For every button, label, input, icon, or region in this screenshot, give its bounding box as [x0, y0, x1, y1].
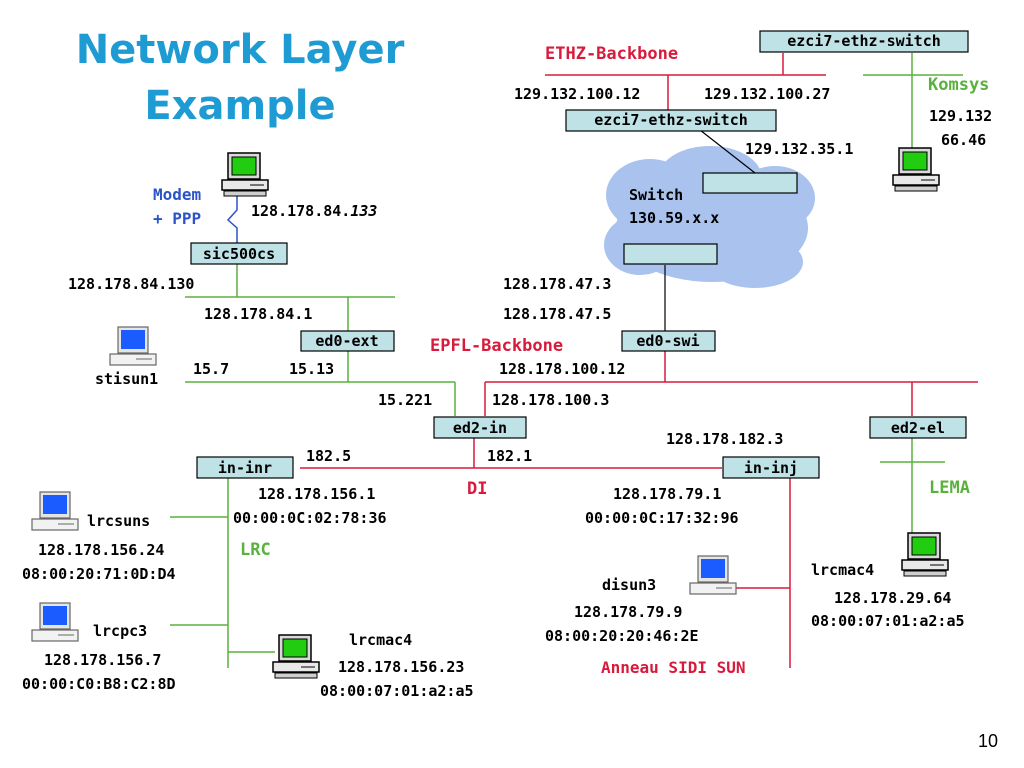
label-ed0-swi: ed0-swi — [636, 332, 699, 350]
ip-79-1: 128.178.79.1 — [613, 485, 721, 503]
host-lrcpc3: lrcpc3 — [93, 622, 147, 640]
mac-156-1: 00:00:0C:02:78:36 — [233, 509, 387, 527]
label-ed2-in: ed2-in — [453, 419, 507, 437]
stisun1-pc-icon[interactable] — [109, 326, 157, 366]
sic500cs-router[interactable] — [190, 242, 288, 265]
label-in-inj: in-inj — [744, 459, 798, 477]
ezci7-ethz-switch-mid[interactable] — [565, 109, 777, 132]
ed2-in-router[interactable] — [433, 416, 527, 439]
ip-ethz-right: 129.132.100.27 — [704, 85, 830, 103]
ip-ethz-left: 129.132.100.12 — [514, 85, 640, 103]
ip-156-23: 128.178.156.23 — [338, 658, 464, 676]
ed0-swi-router[interactable] — [621, 330, 716, 352]
ip-79-9: 128.178.79.9 — [574, 603, 682, 621]
ip-15-7: 15.7 — [193, 360, 229, 378]
host-lrcmac4-right: lrcmac4 — [811, 561, 874, 579]
cloud-switch-box-top[interactable] — [702, 172, 798, 194]
label-ed2-el: ed2-el — [891, 419, 945, 437]
in-inr-router[interactable] — [196, 456, 294, 479]
label-in-inr: in-inr — [218, 459, 272, 477]
ip-47-5: 128.178.47.5 — [503, 305, 611, 323]
ip-15-221: 15.221 — [378, 391, 432, 409]
title-line-1: Network Layer — [75, 27, 405, 73]
host-lrcmac4-bottom: lrcmac4 — [349, 631, 412, 649]
anneau-label: Anneau SIDI SUN — [601, 658, 746, 677]
lrcpc3-pc-icon[interactable] — [31, 602, 79, 642]
host-disun3: disun3 — [602, 576, 656, 594]
switch-net-label: 130.59.x.x — [629, 209, 719, 227]
ip-modem: 128.178.84.133 — [251, 202, 377, 220]
ip-156-7: 128.178.156.7 — [44, 651, 161, 669]
page-title: Network Layer Example — [60, 22, 420, 134]
lrcmac4-bottom-pc-icon[interactable] — [272, 634, 320, 679]
host-lrcsuns: lrcsuns — [87, 512, 150, 530]
lrcsuns-pc-icon[interactable] — [31, 491, 79, 531]
ip-100-12: 128.178.100.12 — [499, 360, 625, 378]
ip-47-3: 128.178.47.3 — [503, 275, 611, 293]
ip-182-1: 182.1 — [487, 447, 532, 465]
ip-sic-130: 128.178.84.130 — [68, 275, 194, 293]
ed2-el-router[interactable] — [869, 416, 967, 439]
label-sic500cs: sic500cs — [203, 245, 275, 263]
ip-ext-1: 128.178.84.1 — [204, 305, 312, 323]
di-label: DI — [467, 479, 487, 499]
ip-29-64: 128.178.29.64 — [834, 589, 951, 607]
switch-label: Switch — [629, 186, 683, 204]
mac-79-9: 08:00:20:20:46:2E — [545, 627, 699, 645]
mac-156-7: 00:00:C0:B8:C2:8D — [22, 675, 176, 693]
cloud-switch-box-bottom[interactable] — [623, 243, 718, 265]
epfl-backbone-label: EPFL-Backbone — [430, 336, 563, 356]
ezci7-ethz-switch-top[interactable] — [759, 30, 969, 53]
ethz-backbone-label: ETHZ-Backbone — [545, 44, 678, 64]
ip-182-5: 182.5 — [306, 447, 351, 465]
disun3-pc-icon[interactable] — [689, 555, 737, 595]
modem-label-1: Modem — [153, 185, 202, 204]
ip-156-24: 128.178.156.24 — [38, 541, 164, 559]
lrc-label: LRC — [240, 540, 271, 560]
in-inj-router[interactable] — [722, 456, 820, 479]
ed0-ext-router[interactable] — [300, 330, 395, 352]
modem-label-2: + PPP — [153, 209, 201, 228]
komsys-label: Komsys — [928, 75, 989, 95]
mac-79-1: 00:00:0C:17:32:96 — [585, 509, 739, 527]
ip-komsys-1: 129.132 — [929, 107, 992, 125]
lema-label: LEMA — [929, 478, 970, 498]
mac-156-23: 08:00:07:01:a2:a5 — [320, 682, 474, 700]
komsys-pc-icon[interactable] — [892, 147, 940, 192]
label-ezci7-top: ezci7-ethz-switch — [787, 32, 941, 50]
title-line-2: Example — [144, 83, 336, 129]
ip-100-3: 128.178.100.3 — [492, 391, 609, 409]
mac-156-24: 08:00:20:71:0D:D4 — [22, 565, 176, 583]
ip-ethz-35: 129.132.35.1 — [745, 140, 853, 158]
ip-156-1: 128.178.156.1 — [258, 485, 375, 503]
host-stisun1: stisun1 — [95, 370, 158, 388]
ip-komsys-2: 66.46 — [941, 131, 986, 149]
modem-pc-icon[interactable] — [221, 152, 269, 197]
ip-182-3: 128.178.182.3 — [666, 430, 783, 448]
mac-29-64: 08:00:07:01:a2:a5 — [811, 612, 965, 630]
label-ed0-ext: ed0-ext — [315, 332, 378, 350]
label-ezci7-mid: ezci7-ethz-switch — [594, 111, 748, 129]
ip-15-13: 15.13 — [289, 360, 334, 378]
lrcmac4-right-pc-icon[interactable] — [901, 532, 949, 577]
ppp-link — [226, 192, 238, 243]
page-number: 10 — [977, 731, 998, 751]
